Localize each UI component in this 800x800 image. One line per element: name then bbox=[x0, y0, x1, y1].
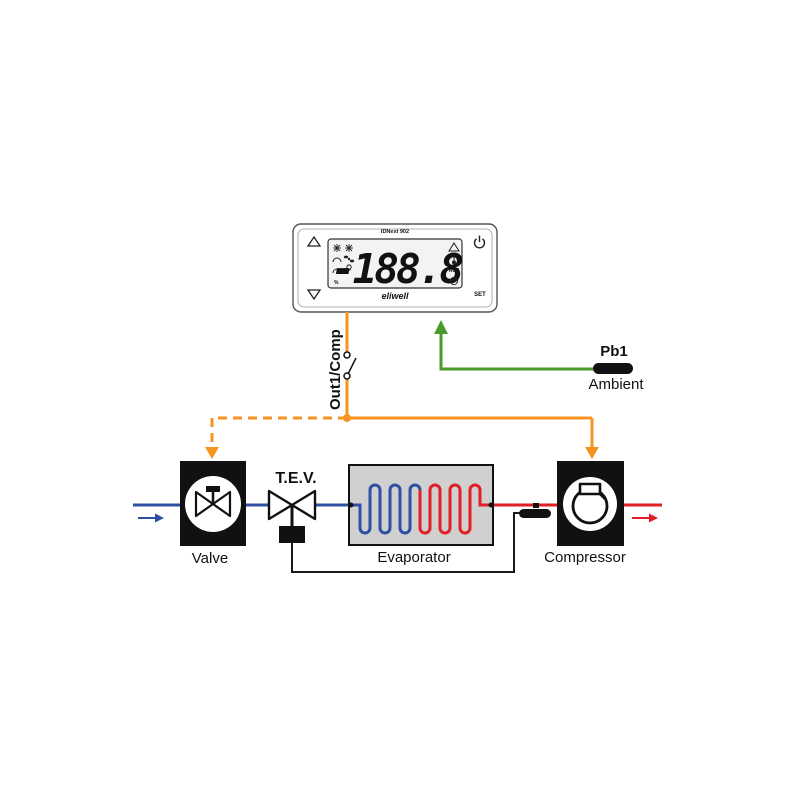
solenoid-valve bbox=[180, 461, 246, 546]
temperature-display: -188.8 bbox=[331, 245, 462, 293]
fan-icon bbox=[343, 255, 355, 263]
compressor-label: Compressor bbox=[544, 549, 626, 566]
probe-name: Pb1 bbox=[600, 343, 628, 360]
evaporator-label: Evaporator bbox=[377, 549, 450, 566]
probe-location: Ambient bbox=[588, 376, 644, 393]
power-icon bbox=[473, 238, 486, 249]
down-button[interactable] bbox=[306, 289, 322, 301]
brand-logo: eliwell bbox=[381, 291, 409, 301]
power-button[interactable] bbox=[473, 235, 486, 249]
aux-label: AUX bbox=[449, 268, 460, 274]
display-window bbox=[327, 238, 463, 289]
gauge-icon-2 bbox=[332, 268, 342, 274]
thermometer-icon bbox=[451, 254, 457, 265]
controller-unit: IDNext 902 % -188.8 bbox=[292, 223, 498, 313]
model-label: IDNext 902 bbox=[381, 229, 409, 235]
alarm-icon bbox=[448, 242, 460, 252]
set-button[interactable]: SET bbox=[474, 292, 486, 298]
tev-label: T.E.V. bbox=[275, 470, 316, 487]
gauge-icon bbox=[332, 257, 342, 263]
evaporator bbox=[348, 464, 494, 546]
eco-icon bbox=[449, 276, 459, 286]
probe-pb1 bbox=[593, 363, 633, 374]
evaporator-coil-warm bbox=[418, 483, 490, 535]
arrow-to-controller bbox=[434, 320, 448, 334]
valve-label: Valve bbox=[192, 550, 228, 567]
wiring-junction bbox=[343, 414, 351, 422]
up-arrow-icon bbox=[306, 235, 322, 247]
compressor bbox=[557, 461, 624, 546]
outlet-flow-arrow bbox=[632, 513, 658, 523]
up-button[interactable] bbox=[306, 235, 322, 247]
inlet-flow-arrow bbox=[138, 513, 164, 523]
control-wiring bbox=[210, 312, 594, 448]
bulb-clamp bbox=[533, 503, 539, 508]
evaporator-coil-cold bbox=[352, 483, 422, 535]
probe-wiring bbox=[439, 334, 593, 371]
bulb-icon bbox=[346, 264, 352, 271]
arrow-to-compressor bbox=[585, 447, 599, 459]
capillary-tube bbox=[291, 512, 520, 573]
percent-rh-icon: % bbox=[334, 280, 339, 286]
arrow-to-valve bbox=[205, 447, 219, 459]
down-arrow-icon bbox=[306, 289, 322, 301]
output-label: Out1/Comp bbox=[327, 329, 344, 410]
tev-sensing-bulb bbox=[519, 509, 551, 518]
defrost-icon bbox=[345, 244, 353, 252]
snowflake-icon bbox=[333, 244, 341, 252]
tev-expansion-valve bbox=[267, 489, 317, 543]
set-button-label: SET bbox=[474, 292, 486, 298]
relay-switch bbox=[343, 351, 357, 380]
